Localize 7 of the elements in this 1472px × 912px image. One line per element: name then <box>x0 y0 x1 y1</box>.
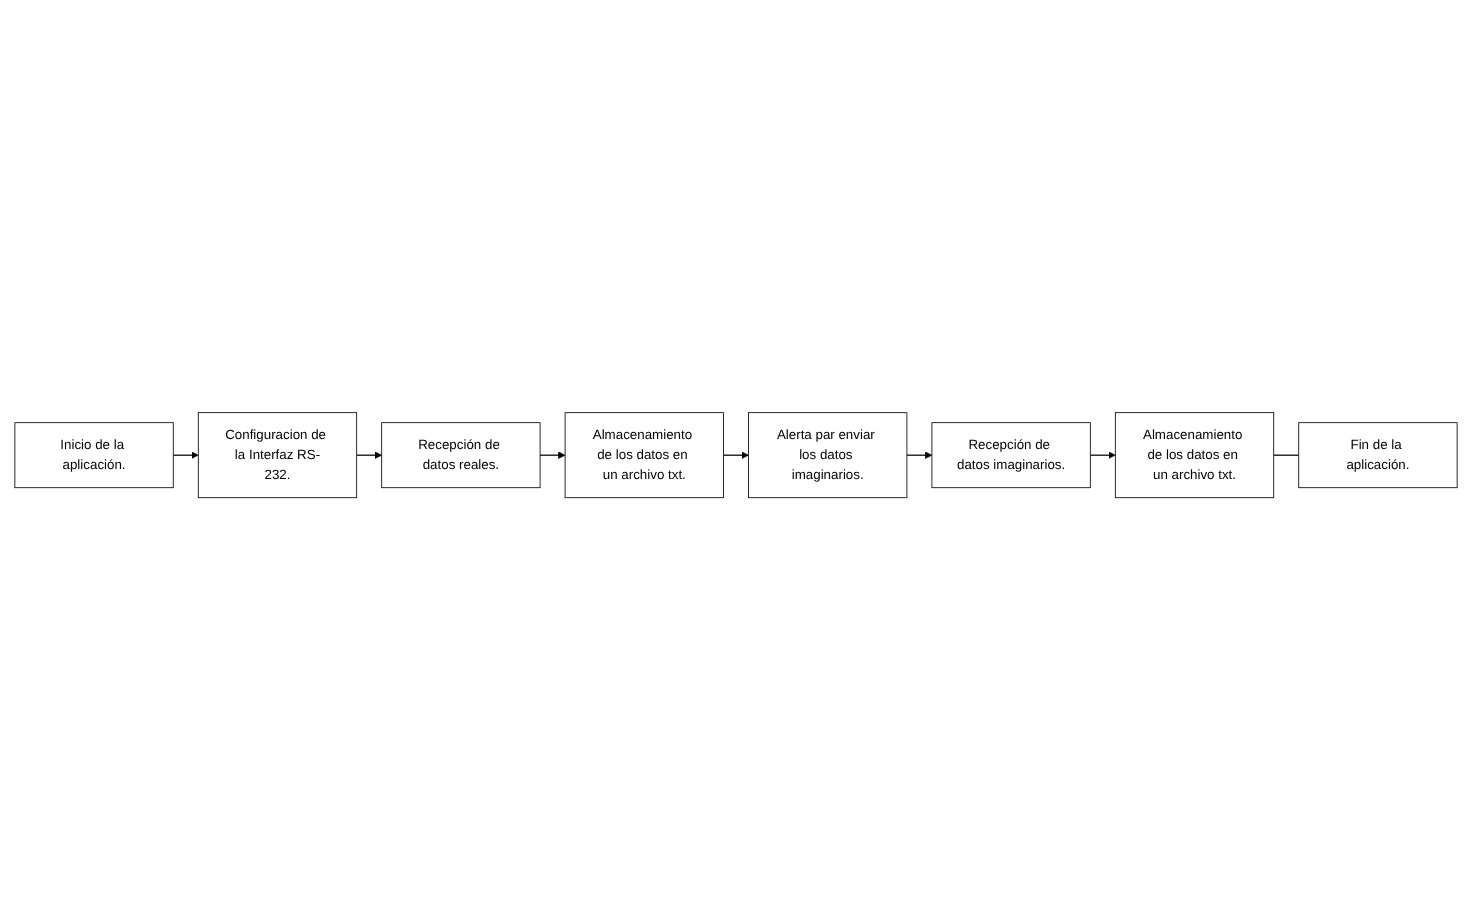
arrow <box>722 452 749 460</box>
connector <box>1273 455 1300 457</box>
arrow <box>1089 452 1116 460</box>
arrow <box>172 452 199 460</box>
arrow <box>356 452 382 460</box>
arrow <box>906 452 933 460</box>
arrow <box>539 452 566 460</box>
